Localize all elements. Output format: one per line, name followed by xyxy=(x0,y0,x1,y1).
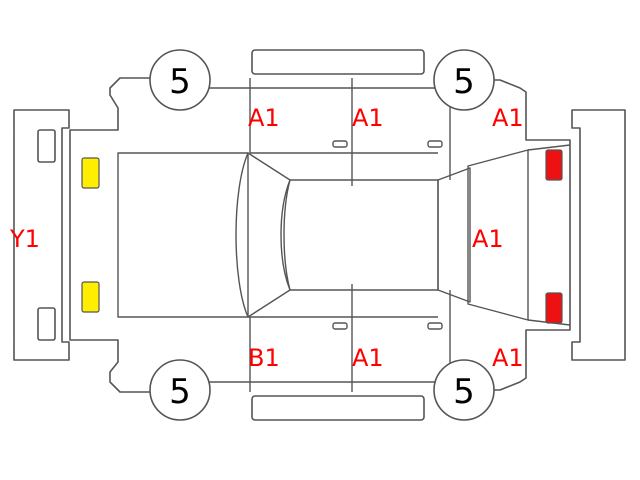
wheel-front-left: 5 xyxy=(149,49,211,111)
code-left-front-door: A1 xyxy=(248,104,280,132)
rear-bumper xyxy=(571,109,626,361)
wheel-rear-right-grade: 5 xyxy=(453,372,475,412)
wheel-front-right: 5 xyxy=(149,359,211,421)
left-side-skirt xyxy=(251,49,425,75)
code-right-rear-fender: A1 xyxy=(492,344,524,372)
code-right-front-door: B1 xyxy=(248,344,280,372)
rear-lamp-bottom xyxy=(545,292,563,324)
code-right-rear-door: A1 xyxy=(352,344,384,372)
wheel-front-left-grade: 5 xyxy=(169,62,191,102)
right-side-skirt xyxy=(251,395,425,421)
code-front-bumper: Y1 xyxy=(9,225,40,253)
front-lamp-bottom xyxy=(81,281,100,313)
code-rear-glass: A1 xyxy=(472,225,504,253)
front-lamp-top xyxy=(81,157,100,189)
wheel-front-right-grade: 5 xyxy=(169,372,191,412)
rear-lamp-top xyxy=(545,149,563,181)
car-body xyxy=(69,77,571,393)
wheel-rear-right: 5 xyxy=(433,359,495,421)
code-left-rear-door: A1 xyxy=(352,104,384,132)
wheel-rear-left: 5 xyxy=(433,49,495,111)
wheel-rear-left-grade: 5 xyxy=(453,62,475,102)
code-left-rear-fender: A1 xyxy=(492,104,524,132)
front-bumper xyxy=(13,109,70,361)
